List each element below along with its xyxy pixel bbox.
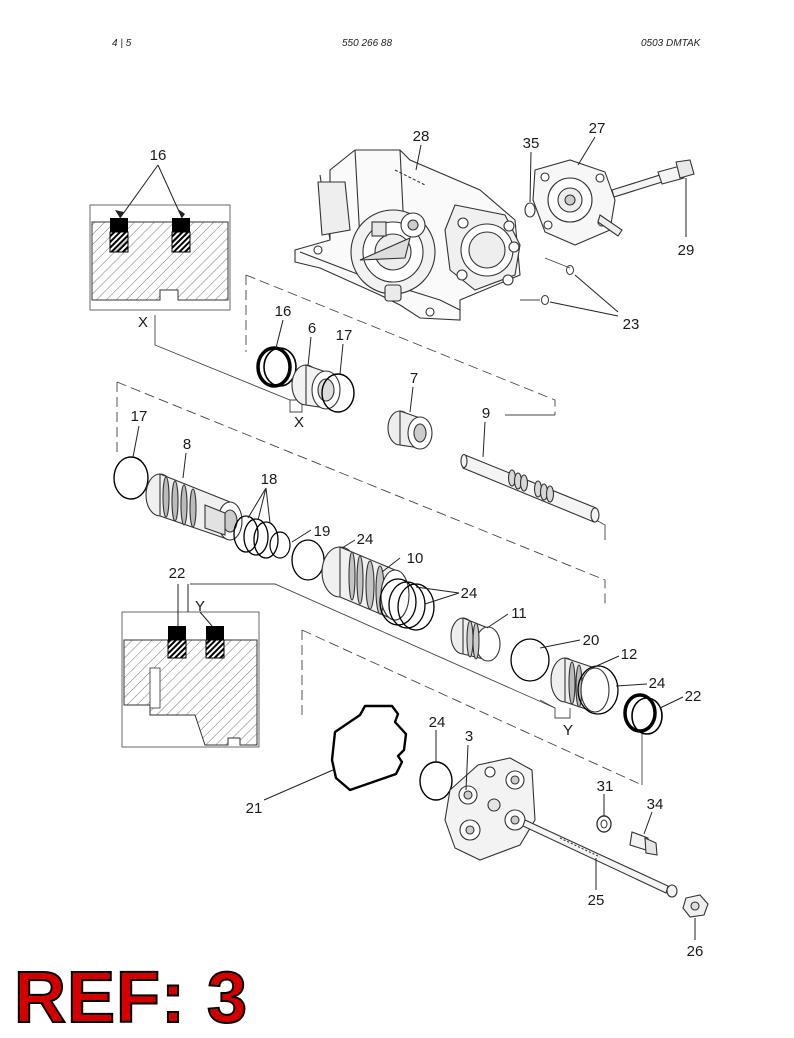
callout-16: 16 [275, 303, 292, 320]
callout-22-inset: 22 [169, 565, 186, 582]
callout-24a: 24 [357, 531, 374, 548]
callout-21: 21 [246, 800, 263, 817]
header-part-number: 550 266 88 [342, 38, 393, 49]
callout-x-inset: X [138, 314, 148, 331]
bolt-25 [522, 819, 678, 898]
valve-12 [550, 657, 610, 713]
callout-22: 22 [685, 688, 702, 705]
callout-24b: 24 [461, 585, 478, 602]
assembly-guide-lines [116, 257, 643, 786]
callout-8: 8 [183, 436, 191, 453]
callout-29: 29 [678, 242, 695, 259]
ring-19 [291, 539, 325, 581]
seal-22-left [167, 626, 187, 659]
gasket-21 [330, 704, 408, 792]
callout-labels: 16 28 35 27 29 23 X 16 6 17 X 7 9 17 8 1… [131, 120, 704, 960]
bushing-7 [387, 410, 433, 450]
valve-8 [145, 473, 243, 541]
ring-24d [419, 761, 453, 801]
callout-18: 18 [261, 471, 278, 488]
callout-23: 23 [623, 316, 640, 333]
callout-17b: 17 [131, 408, 148, 425]
ring-19-small [269, 531, 291, 559]
callout-12: 12 [621, 646, 638, 663]
detail-inset-y [121, 584, 260, 748]
rings-18 [233, 515, 279, 559]
callout-34: 34 [647, 796, 664, 813]
end-cover-3 [444, 757, 536, 861]
plug-34 [629, 831, 658, 856]
callout-28: 28 [413, 128, 430, 145]
callout-10: 10 [407, 550, 424, 567]
callout-9: 9 [482, 405, 490, 422]
header-doc-code: 0503 DMTAK [641, 38, 701, 49]
oring-23a [566, 265, 574, 275]
shaft-9 [460, 453, 600, 523]
bolt-29 [611, 159, 695, 198]
pump-housing-28 [294, 149, 521, 321]
rings-24b [379, 578, 435, 631]
callout-26: 26 [687, 943, 704, 960]
oring-17b [113, 456, 149, 500]
callout-16-inset: 16 [150, 147, 167, 164]
seal-16-left [109, 218, 129, 253]
sleeve-6 [291, 364, 341, 410]
callout-27: 27 [589, 120, 606, 137]
callout-20: 20 [583, 632, 600, 649]
washer-31 [596, 815, 612, 833]
cover-27 [532, 159, 623, 246]
callout-6: 6 [308, 320, 316, 337]
sleeve-11 [450, 617, 501, 662]
callout-17a: 17 [336, 327, 353, 344]
ring-20 [510, 638, 550, 682]
callout-y-inset: Y [195, 598, 205, 615]
callout-24d: 24 [429, 714, 446, 731]
callout-24c: 24 [649, 675, 666, 692]
gasket-35 [524, 202, 536, 218]
nut-26 [682, 894, 709, 918]
callout-x: X [294, 414, 304, 431]
ring-22 [623, 693, 663, 735]
oring-23b [541, 295, 549, 305]
callout-3: 3 [465, 728, 473, 745]
reference-label: REF: 3 [13, 958, 249, 1038]
detail-inset-x [89, 164, 231, 311]
ring-16 [256, 346, 297, 388]
callout-y: Y [563, 722, 573, 739]
valve-body-10 [321, 546, 410, 621]
callout-19: 19 [314, 523, 331, 540]
oring-17a [321, 373, 355, 413]
callout-31: 31 [597, 778, 614, 795]
callout-35: 35 [523, 135, 540, 152]
ring-24c [577, 665, 619, 715]
callout-leaders [132, 136, 696, 940]
leader-23 [549, 274, 619, 317]
seal-16-right [171, 218, 191, 253]
seal-22-right [205, 626, 225, 659]
header-page-number: 4 | 5 [112, 38, 132, 49]
callout-25: 25 [588, 892, 605, 909]
callout-7: 7 [410, 370, 418, 387]
leader-18 [247, 487, 271, 524]
callout-11: 11 [511, 605, 527, 622]
